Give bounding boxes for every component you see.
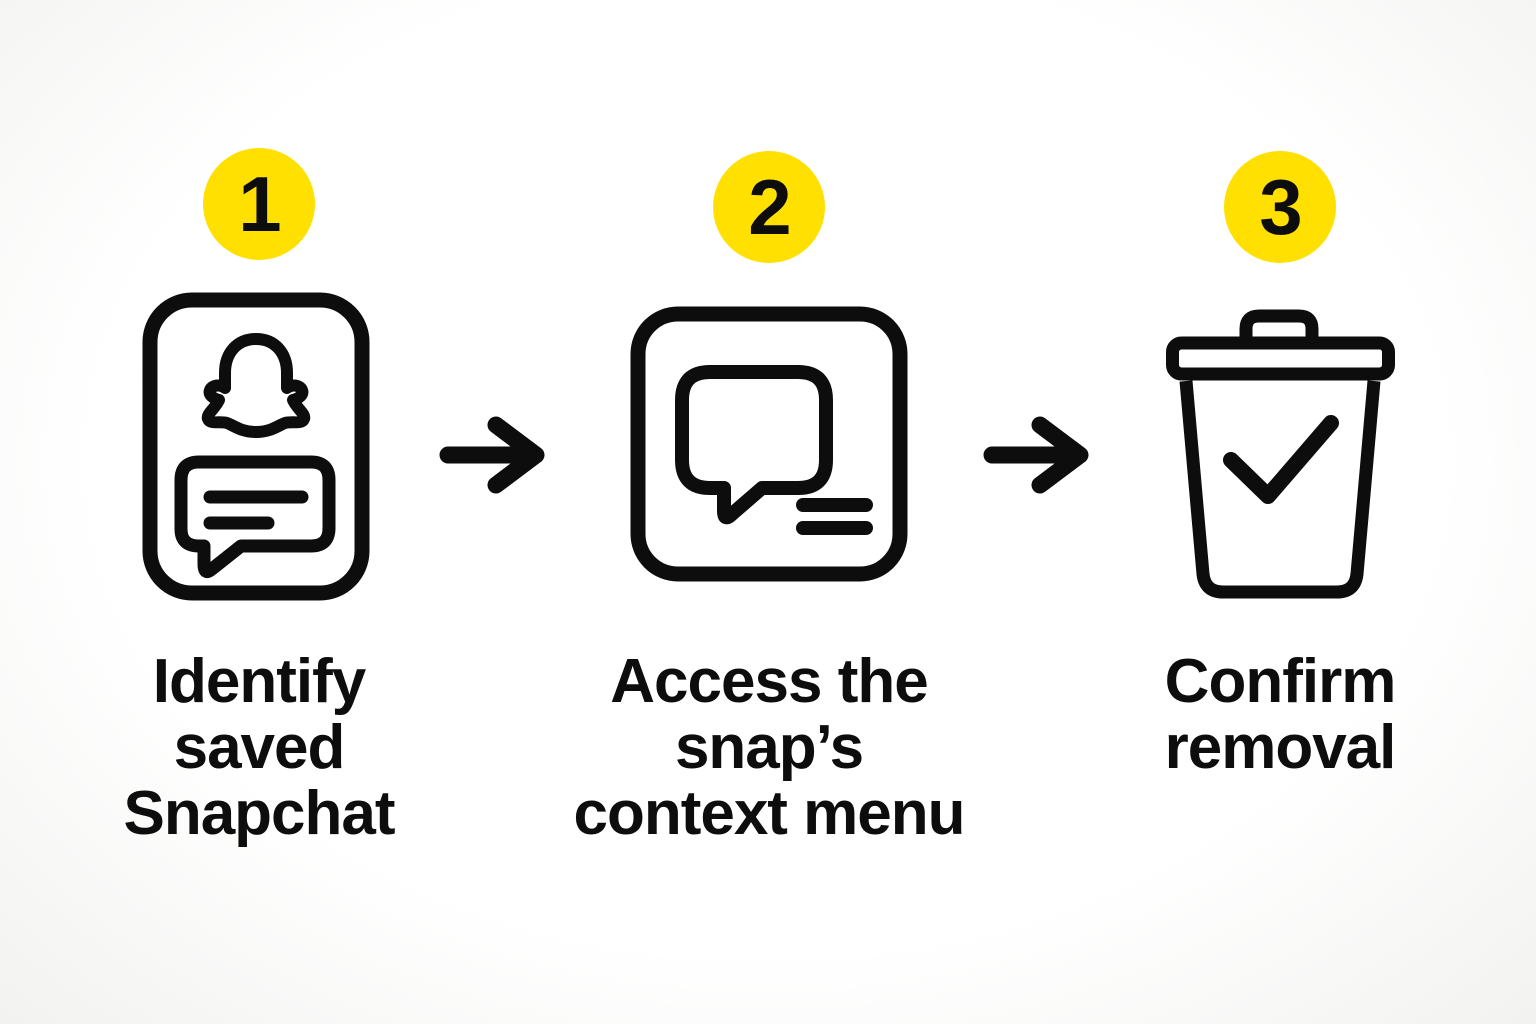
saved-snap-card-icon [142,292,370,601]
step-2-label-line: snap’s [674,713,864,782]
step-3-label: Confirm removal [1030,649,1530,781]
step-3-number: 3 [1259,162,1302,251]
step-1-number: 1 [238,159,281,248]
step-2-number-badge: 2 [713,151,825,263]
arrow-right-icon [983,416,1089,494]
snap-context-menu-icon [630,306,908,582]
trash-check-icon [1166,309,1395,599]
step-2-label: Access the snap’s context menu [519,649,1019,847]
step-1-label-line: Identify [152,647,366,716]
step-1-label-line: saved [173,713,346,782]
step-2-label-line: Access the [610,647,928,716]
step-3-label-line: removal [1164,713,1397,782]
step-2-number: 2 [748,162,791,251]
step-3-number-badge: 3 [1224,151,1336,263]
step-1-label-line: Snapchat [123,779,395,848]
step-1-number-badge: 1 [203,148,315,260]
arrow-right-icon [439,416,545,494]
step-1-label: Identify saved Snapchat [9,649,509,847]
step-2-label-line: context menu [573,779,965,848]
step-3-label-line: Confirm [1164,647,1397,716]
